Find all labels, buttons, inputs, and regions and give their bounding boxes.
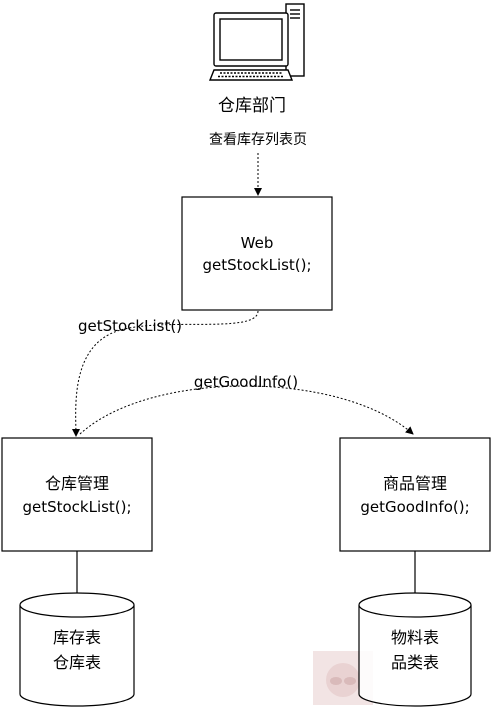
actor-label: 仓库部门 (218, 96, 286, 116)
edge-web-to-warehouse-label: getStockList() (78, 317, 182, 335)
warehouse-box-title: 仓库管理 (45, 474, 109, 493)
goods-box (339, 437, 491, 552)
goods-db-line2: 品类表 (391, 653, 439, 672)
warehouse-box (1, 437, 153, 552)
web-box (181, 196, 333, 311)
goods-db-line1: 物料表 (391, 628, 439, 647)
web-box-title: Web (241, 234, 274, 252)
edge-warehouse-to-goods (79, 385, 414, 435)
request-label: 查看库存列表页 (209, 132, 307, 148)
warehouse-box-method: getStockList(); (22, 498, 131, 516)
goods-box-method: getGoodInfo(); (360, 498, 469, 516)
warehouse-db-cylinder (19, 592, 135, 707)
goods-box-title: 商品管理 (383, 474, 447, 493)
edge-warehouse-to-goods-label: getGoodInfo() (194, 373, 298, 391)
goods-db-cylinder (358, 592, 472, 707)
desktop-computer-icon (208, 3, 305, 81)
warehouse-db-line2: 仓库表 (53, 653, 101, 672)
web-box-method: getStockList(); (202, 256, 311, 274)
warehouse-db-line1: 库存表 (53, 628, 101, 647)
